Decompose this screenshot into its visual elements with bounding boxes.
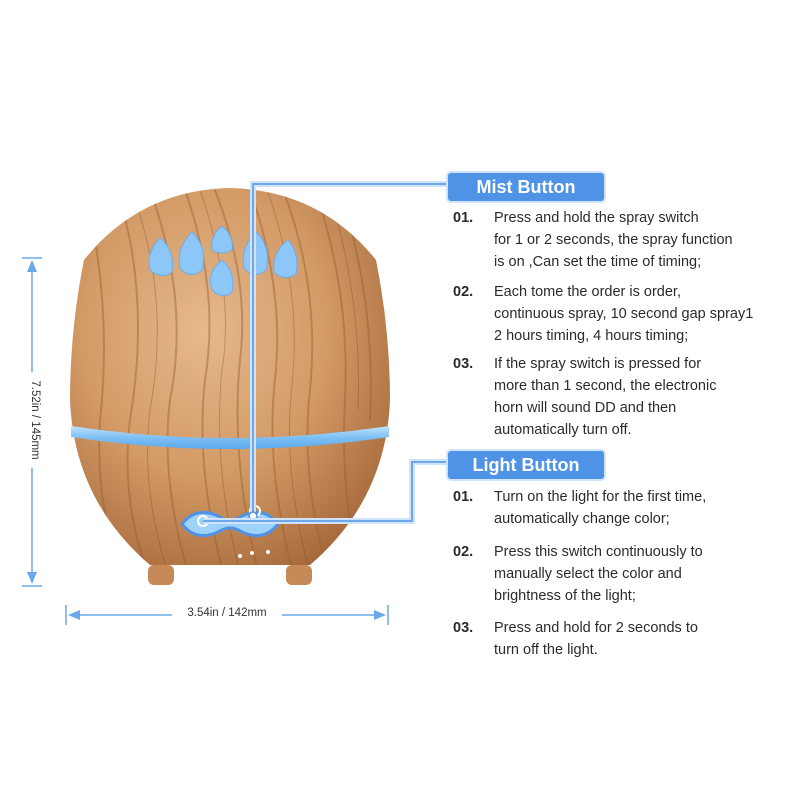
mist-callout-line — [248, 181, 448, 521]
step-text: Press and hold for 2 seconds to turn off… — [494, 620, 698, 658]
step-number: 01. — [453, 210, 474, 226]
step-number: 03. — [453, 356, 474, 372]
step-number: 02. — [453, 284, 474, 300]
step-text: Press and hold the spray switch for 1 or… — [494, 210, 733, 270]
step-text: Press this switch continuously to manual… — [494, 544, 703, 604]
step-text: If the spray switch is pressed for more … — [494, 356, 717, 438]
width-dimension-label: 3.54in / 142mm — [172, 607, 282, 619]
light-callout-line — [203, 459, 446, 524]
height-dimension-label: 7.52in / 145mm — [29, 372, 41, 468]
step-number: 01. — [453, 489, 474, 505]
wooden-sphere-body — [70, 188, 390, 565]
step-text: Each tome the order is order, continuous… — [494, 284, 754, 344]
step-number: 02. — [453, 544, 474, 560]
diffuser-feet — [148, 565, 312, 585]
step-number: 03. — [453, 620, 474, 636]
indicator-dots — [238, 550, 270, 558]
led-light-ring — [71, 426, 389, 449]
light-button-title: Light Button — [448, 451, 604, 479]
step-text: Turn on the light for the first time, au… — [494, 489, 707, 527]
mist-button-title: Mist Button — [448, 173, 604, 201]
